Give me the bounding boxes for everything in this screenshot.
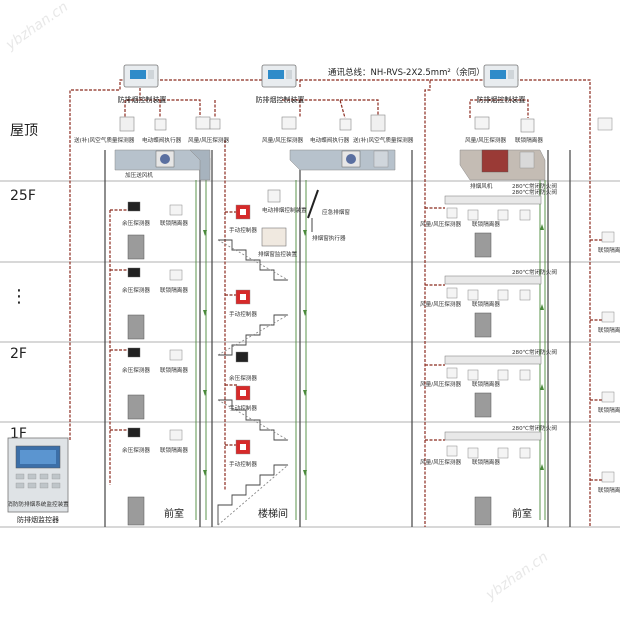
far-right-isolator-25f: 联锁隔离器 bbox=[598, 246, 620, 254]
stair-top-box-label: 电动排烟控制装置 bbox=[262, 206, 307, 214]
controller-right[interactable]: 防排烟控制装置 bbox=[477, 64, 526, 104]
lobby-name-right: 前室 bbox=[512, 507, 532, 520]
corridor-detector-1f: 风量/风压探测器 bbox=[420, 458, 461, 466]
roof-devices-right[interactable] bbox=[474, 116, 535, 133]
fan-exhaust-label: 排烟风机 bbox=[470, 182, 493, 190]
lobby-pressure-25f: 余压探测器 bbox=[122, 219, 150, 227]
corridor-isolator-25f: 联锁隔离器 bbox=[472, 220, 500, 228]
controller-right-label: 防排烟控制装置 bbox=[477, 95, 526, 104]
building-walls bbox=[104, 150, 571, 527]
manual-label-1f: 手动控制器 bbox=[229, 460, 257, 468]
lobby-isolator-mid: 联锁隔离器 bbox=[160, 286, 188, 294]
lobby-pressure-mid: 余压探测器 bbox=[122, 286, 150, 294]
staircase bbox=[217, 239, 289, 526]
floor-label-25f: 25F bbox=[10, 188, 36, 204]
corridor-damper-25f: 280℃常闭防火阀 bbox=[512, 188, 557, 196]
air-flow-pipes bbox=[195, 180, 546, 520]
controller-middle-label: 防排烟控制装置 bbox=[256, 95, 305, 104]
corridor-damper-2f: 280℃常闭防火阀 bbox=[512, 348, 557, 356]
damper-roof-label: 280℃常闭防火阀 bbox=[512, 182, 557, 190]
supply-fan-duct-left bbox=[114, 149, 211, 181]
manual-label-25f: 手动控制器 bbox=[229, 226, 257, 234]
floor-label-roof: 屋顶 bbox=[10, 123, 38, 139]
roof-label-r2: 联锁隔离器 bbox=[515, 136, 543, 144]
far-right-isolator-1f: 联锁隔离器 bbox=[598, 486, 620, 494]
corridor-isolator-mid: 联锁隔离器 bbox=[472, 300, 500, 308]
manual-label-2f: 手动控制器 bbox=[229, 404, 257, 412]
corridor-damper-mid: 280℃常闭防火阀 bbox=[512, 268, 557, 276]
lobby-isolator-1f: 联锁隔离器 bbox=[160, 446, 188, 454]
floor-label-2f: 2F bbox=[10, 346, 27, 362]
corridor-doors bbox=[474, 232, 492, 526]
controller-middle[interactable]: 防排烟控制装置 bbox=[256, 64, 305, 104]
corridor-isolator-2f: 联锁隔离器 bbox=[472, 380, 500, 388]
far-right-isolator-mid: 联锁隔离器 bbox=[598, 326, 620, 334]
supply-fan-duct-middle bbox=[289, 149, 396, 171]
controller-left[interactable]: 防排烟控制装置 bbox=[118, 64, 167, 104]
roof-label-l1: 送(补)风空气质量探测器 bbox=[74, 136, 135, 144]
lobby-isolator-25f: 联锁隔离器 bbox=[160, 219, 188, 227]
watermark-bottom-right: ybzhan.cn bbox=[482, 549, 551, 604]
manual-controllers[interactable] bbox=[235, 204, 251, 455]
stair-exhaust-panel-label: 排烟窗监控装置 bbox=[258, 250, 298, 258]
floor-lines bbox=[0, 180, 620, 528]
far-right-devices[interactable] bbox=[597, 117, 615, 483]
pressure-label-stair: 余压探测器 bbox=[229, 374, 257, 382]
stair-window-label: 应急排烟窗 bbox=[322, 208, 350, 216]
monitor-subtitle: 消防防排烟系统监控装置 bbox=[7, 500, 69, 508]
lobby-isolator-2f: 联锁隔离器 bbox=[160, 366, 188, 374]
lobby-devices[interactable] bbox=[127, 201, 183, 441]
roof-label-m3: 送(补)风空气质量探测器 bbox=[353, 136, 414, 144]
monitor-name: 防排烟监控器 bbox=[17, 515, 59, 524]
stair-name: 楼梯间 bbox=[258, 507, 288, 520]
corridor-isolator-1f: 联锁隔离器 bbox=[472, 458, 500, 466]
far-right-isolator-2f: 联锁隔离器 bbox=[598, 406, 620, 414]
stair-window-exec-label: 排烟窗执行器 bbox=[312, 234, 346, 242]
roof-label-r1: 风量/风压探测器 bbox=[465, 136, 506, 144]
lobby-name-left: 前室 bbox=[164, 507, 184, 520]
roof-label-l2: 电动蝶阀执行器 bbox=[142, 136, 182, 144]
corridor-damper-1f: 280℃常闭防火阀 bbox=[512, 424, 557, 432]
bus-label: 通讯总线：NH-RVS-2X2.5mm²（余同） bbox=[328, 67, 485, 78]
corridor-devices[interactable] bbox=[446, 207, 531, 459]
monitor-cabinet[interactable] bbox=[7, 437, 69, 513]
controller-left-label: 防排烟控制装置 bbox=[118, 95, 167, 104]
roof-label-l3: 风量/风压探测器 bbox=[188, 136, 229, 144]
lobby-pressure-2f: 余压探测器 bbox=[122, 366, 150, 374]
lobby-doors bbox=[127, 234, 145, 526]
roof-label-m1: 风量/风压探测器 bbox=[262, 136, 303, 144]
exhaust-fan-duct-right bbox=[459, 149, 546, 181]
corridor-detector-2f: 风量/风压探测器 bbox=[420, 380, 461, 388]
floor-label-dots: ⋮ bbox=[10, 286, 28, 307]
flow-arrows bbox=[203, 224, 544, 476]
manual-label-mid: 手动控制器 bbox=[229, 310, 257, 318]
corridor-detector-25f: 风量/风压探测器 bbox=[420, 220, 461, 228]
fan-supply-left-label: 加压送风机 bbox=[125, 171, 153, 179]
corridor-detector-mid: 风量/风压探测器 bbox=[420, 300, 461, 308]
roof-devices-middle[interactable] bbox=[281, 114, 386, 132]
bus-wiring bbox=[69, 79, 602, 527]
roof-devices-left[interactable] bbox=[119, 116, 221, 132]
roof-label-m2: 电动蝶阀执行器 bbox=[310, 136, 350, 144]
watermark-top-left: ybzhan.cn bbox=[2, 0, 71, 54]
lobby-pressure-1f: 余压探测器 bbox=[122, 446, 150, 454]
stair-exhaust-panel[interactable] bbox=[261, 189, 319, 247]
corridor-ducts bbox=[444, 195, 542, 441]
